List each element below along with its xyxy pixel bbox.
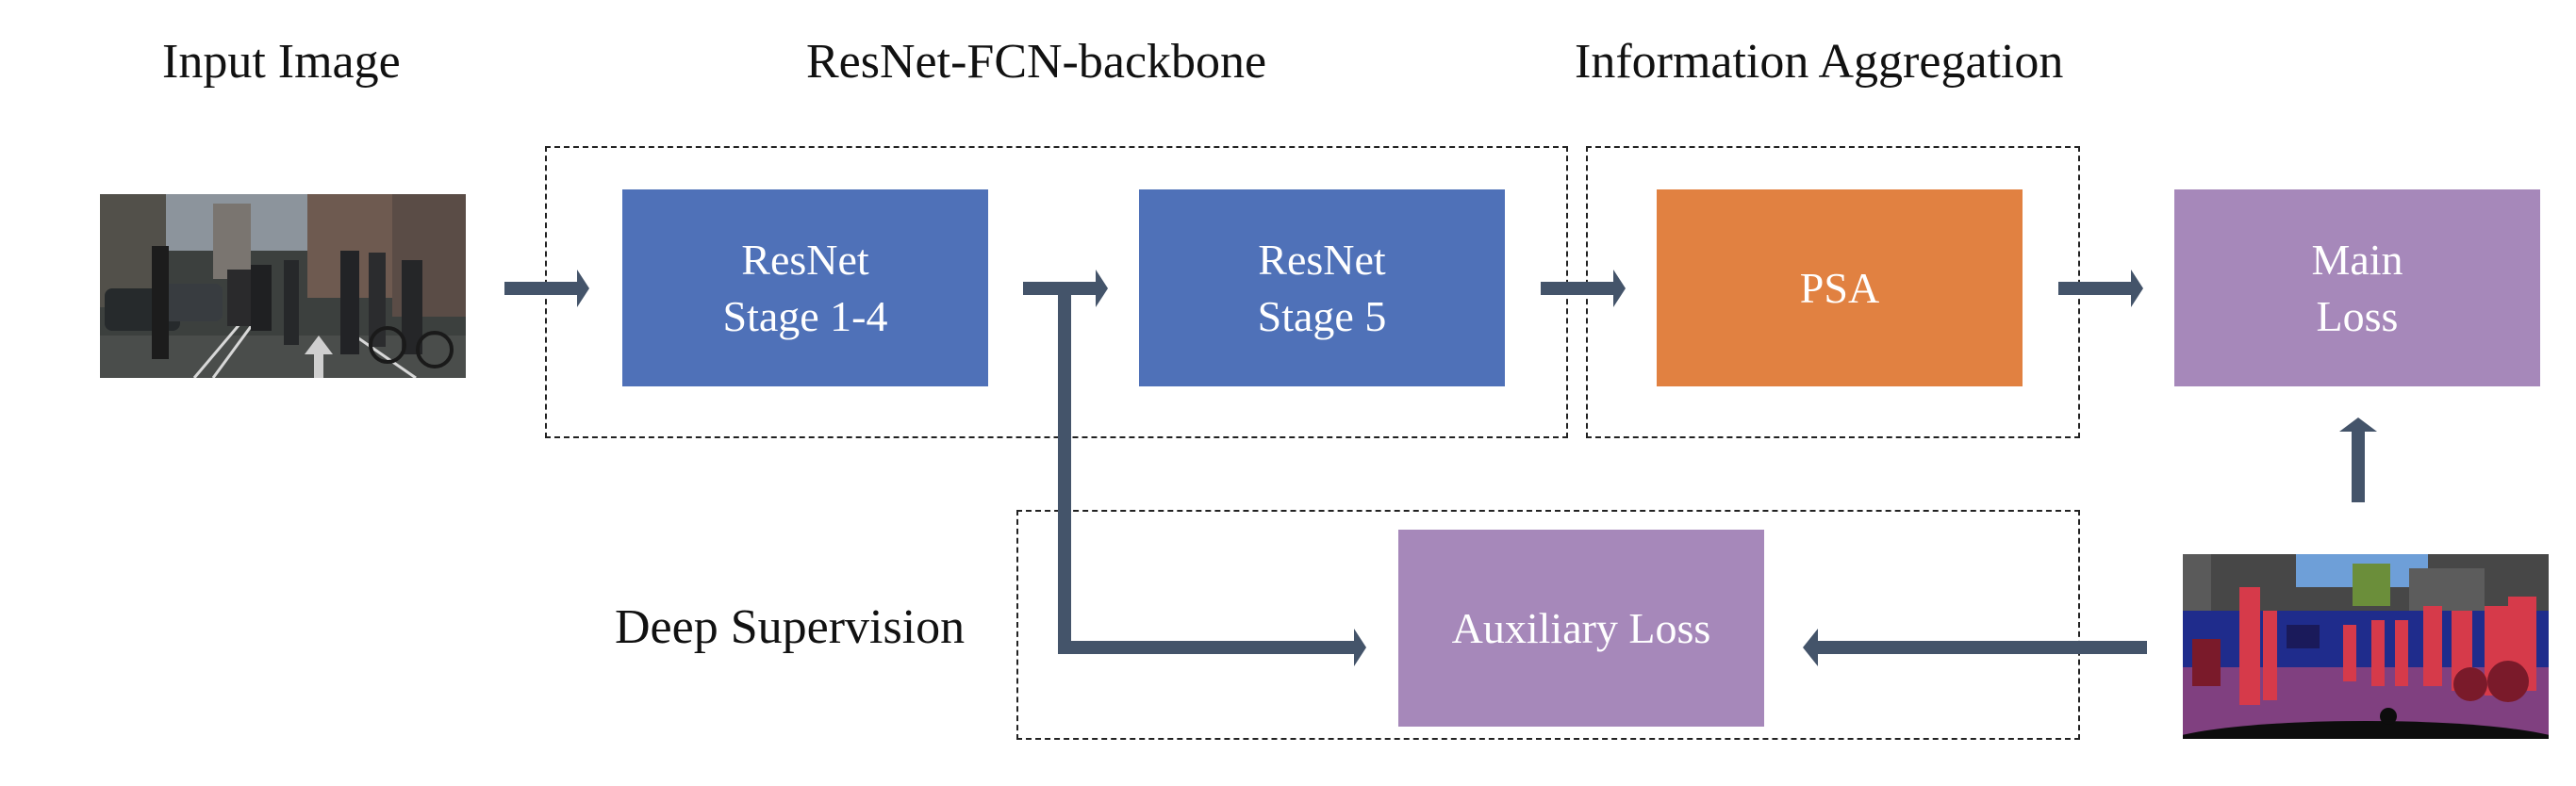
arrow-stage1-to-auxiliary-loss [1058, 282, 1366, 666]
main-loss-line1: Main [2311, 235, 2403, 284]
psa-label: PSA [1799, 263, 1880, 312]
backbone-heading: ResNet-FCN-backbone [806, 35, 1267, 89]
resnet-stage-5-line1: ResNet [1258, 235, 1386, 284]
label-map-thumbnail [2183, 554, 2549, 739]
resnet-stage-1-4-block: ResNet Stage 1-4 [622, 189, 988, 386]
input-image-thumbnail [100, 194, 466, 378]
arrow-label-map-to-main-loss [2339, 418, 2377, 502]
resnet-stage-1-4-line2: Stage 1-4 [722, 291, 888, 340]
auxiliary-loss-block: Auxiliary Loss [1398, 530, 1764, 727]
arrow-stage5-to-psa [1541, 270, 1626, 307]
input-image-heading: Input Image [162, 35, 401, 89]
auxiliary-loss-label: Auxiliary Loss [1451, 603, 1711, 652]
main-loss-block: Main Loss [2174, 189, 2540, 386]
resnet-stage-1-4-line1: ResNet [741, 235, 869, 284]
resnet-stage-5-block: ResNet Stage 5 [1139, 189, 1505, 386]
resnet-stage-5-line2: Stage 5 [1257, 291, 1387, 340]
aggregation-heading: Information Aggregation [1575, 35, 2064, 89]
deep-supervision-heading: Deep Supervision [615, 600, 966, 654]
segmentation-label-map-icon [2183, 554, 2549, 739]
psa-block: PSA [1657, 189, 2023, 386]
arrow-label-map-to-auxiliary-loss [1803, 629, 2147, 666]
deep-supervision-group [1016, 510, 2080, 740]
main-loss-line2: Loss [2316, 291, 2399, 340]
arrow-input-to-stage1 [504, 270, 589, 307]
arrow-psa-to-main-loss [2058, 270, 2143, 307]
street-scene-photo-icon [100, 194, 466, 378]
